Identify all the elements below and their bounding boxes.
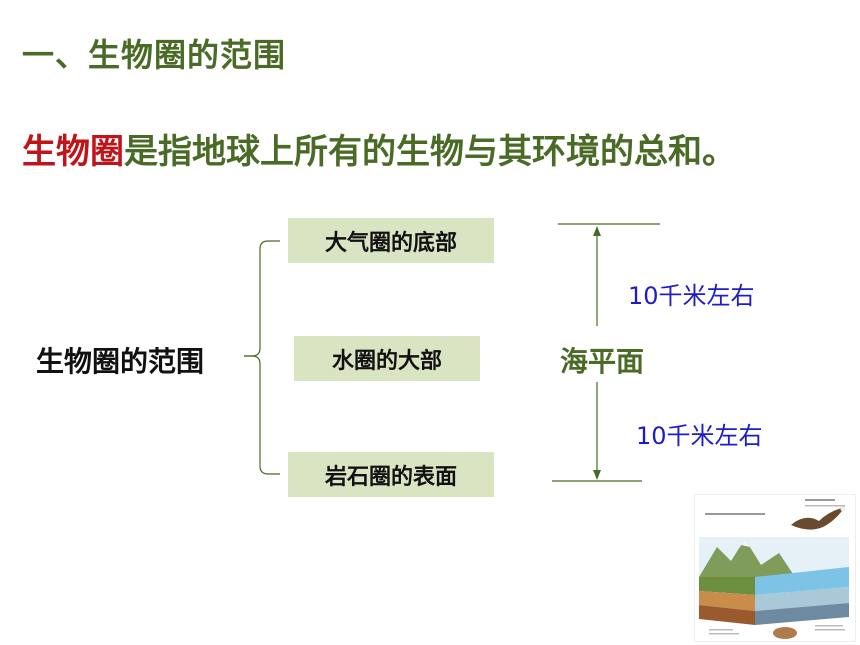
definition-term: 生物圈: [22, 132, 124, 172]
biosphere-illustration-icon: [695, 495, 855, 641]
branch-lithosphere: 岩石圈的表面: [288, 452, 494, 497]
upper-arrow-head: [593, 226, 601, 236]
branch-atmosphere: 大气圈的底部: [288, 218, 494, 263]
bracket-lower: [244, 355, 280, 475]
sea-level-label: 海平面: [560, 345, 645, 378]
upper-distance-label: 10千米左右: [628, 282, 755, 310]
definition-text: 是指地球上所有的生物与其环境的总和。: [124, 132, 736, 172]
diagram-root-label: 生物圈的范围: [36, 345, 205, 378]
lower-arrow-head: [593, 470, 601, 480]
branch-hydrosphere: 水圈的大部: [294, 336, 480, 381]
definition-sentence: 生物圈是指地球上所有的生物与其环境的总和。: [22, 124, 736, 173]
lower-distance-label: 10千米左右: [636, 422, 763, 450]
biosphere-illustration: [694, 494, 856, 642]
slide-heading: 一、生物圈的范围: [22, 36, 287, 74]
bracket-upper: [244, 240, 280, 357]
